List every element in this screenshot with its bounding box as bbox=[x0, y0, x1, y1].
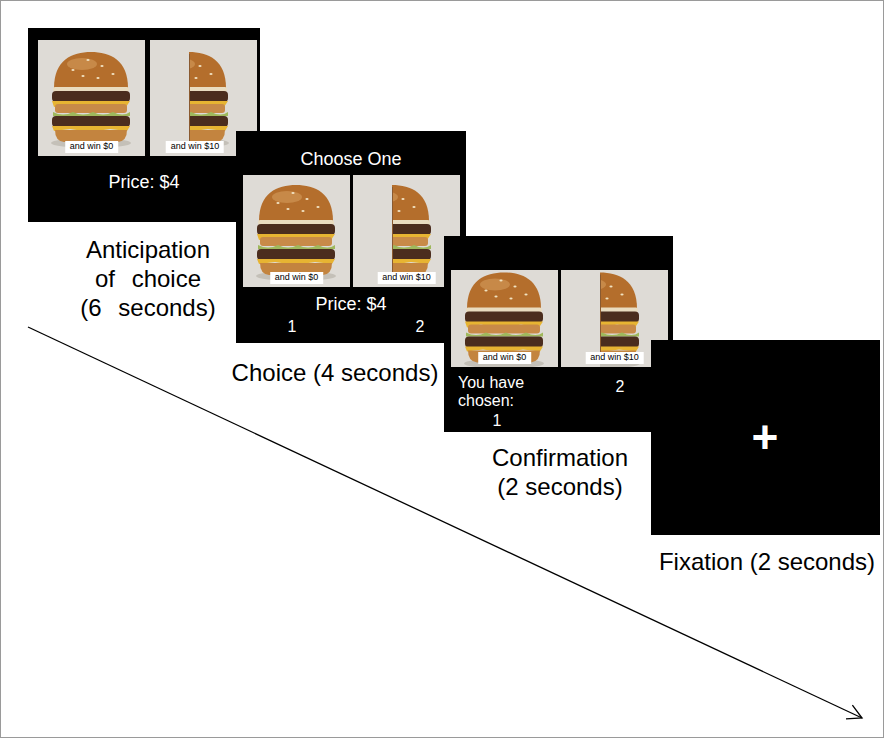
display-screen: You have chosen:12Confirmation (2 second… bbox=[444, 236, 673, 432]
prompt-text: Choose One bbox=[251, 149, 451, 170]
option-number: 1 bbox=[272, 318, 312, 336]
option-number: 2 bbox=[400, 318, 440, 336]
price-label: Price: $4 bbox=[251, 294, 451, 315]
price-label: Price: $4 bbox=[44, 172, 244, 193]
option-number: 2 bbox=[605, 378, 635, 396]
win-label: and win $0 bbox=[65, 141, 119, 153]
stimulus-photo: and win $0 bbox=[451, 270, 558, 367]
option-number: 1 bbox=[482, 413, 512, 429]
text-slot: You have chosen: bbox=[458, 374, 550, 411]
text-slot: 1 bbox=[482, 413, 512, 429]
burger-photo bbox=[243, 175, 350, 287]
text-slot: 2 bbox=[605, 378, 635, 396]
text-slot: 1 bbox=[272, 318, 312, 336]
text-slot: and win $10 bbox=[166, 135, 225, 153]
stimulus-photo: and win $0 bbox=[243, 175, 350, 287]
phase-caption: Anticipation of choice (6 seconds) bbox=[78, 236, 218, 322]
text-slot: + bbox=[735, 414, 795, 460]
burger-photo bbox=[38, 40, 145, 156]
confirmation-text: You have chosen: bbox=[458, 374, 550, 411]
phase-caption: Choice (4 seconds) bbox=[226, 359, 444, 388]
win-label: and win $0 bbox=[478, 352, 532, 364]
text-slot: and win $0 bbox=[478, 346, 532, 364]
phase-caption: Fixation (2 seconds) bbox=[655, 548, 879, 577]
text-slot: and win $0 bbox=[65, 135, 119, 153]
display-screen: Choose OnePrice: $412Choice (4 seconds)a… bbox=[236, 131, 466, 343]
win-label: and win $10 bbox=[585, 352, 644, 364]
time-arrowhead bbox=[846, 705, 862, 719]
phase-caption: Confirmation (2 seconds) bbox=[487, 444, 633, 502]
text-slot: and win $0 bbox=[270, 266, 324, 284]
text-slot: Fixation (2 seconds) bbox=[655, 548, 879, 577]
text-slot: Choice (4 seconds) bbox=[226, 359, 444, 388]
text-slot: and win $10 bbox=[585, 346, 644, 364]
text-slot: 2 bbox=[400, 318, 440, 336]
win-label: and win $10 bbox=[377, 272, 436, 284]
stimulus-photo: and win $0 bbox=[38, 40, 145, 156]
display-screen: Price: $4Anticipation of choice (6 secon… bbox=[28, 28, 260, 222]
text-slot: Anticipation of choice (6 seconds) bbox=[78, 236, 218, 322]
text-slot: and win $10 bbox=[377, 266, 436, 284]
text-slot: Confirmation (2 seconds) bbox=[487, 444, 633, 502]
fixation-cross: + bbox=[735, 414, 795, 460]
text-slot: Price: $4 bbox=[251, 294, 451, 315]
text-slot: Choose One bbox=[251, 149, 451, 170]
text-slot: Price: $4 bbox=[44, 172, 244, 193]
win-label: and win $0 bbox=[270, 272, 324, 284]
display-screen: +Fixation (2 seconds) bbox=[651, 340, 880, 535]
win-label: and win $10 bbox=[166, 141, 225, 153]
